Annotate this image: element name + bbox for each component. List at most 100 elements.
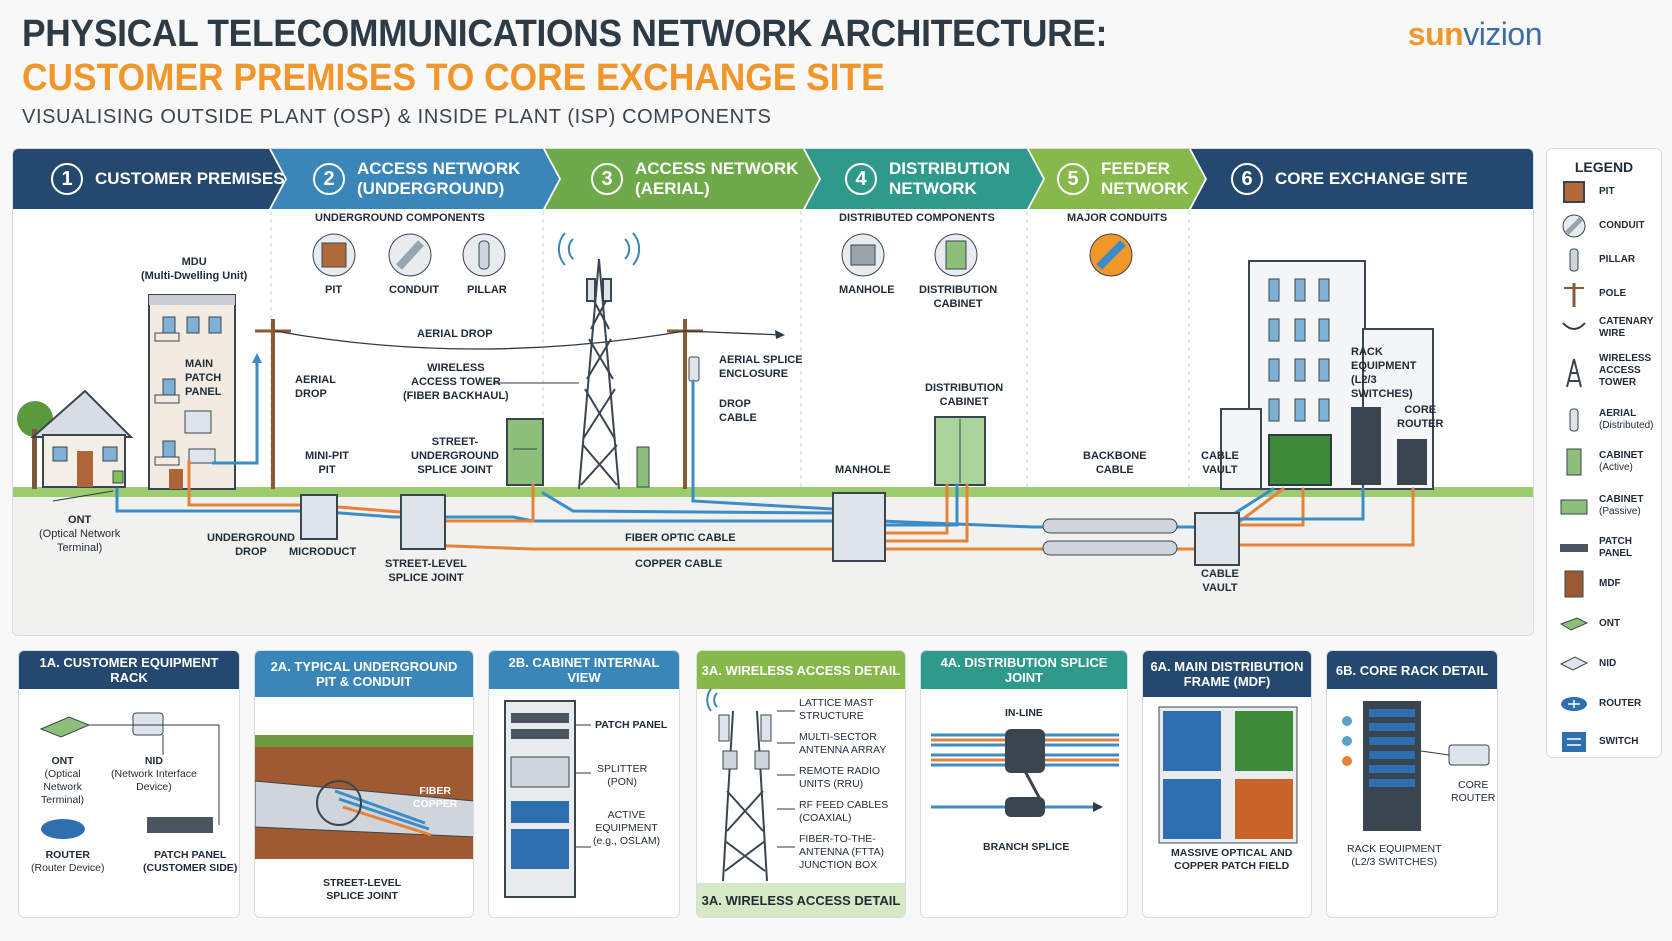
conduit-label: CONDUIT xyxy=(389,284,440,296)
legend-item-pole: POLE xyxy=(1557,279,1626,309)
panel-4a-title: 4A. DISTRIBUTION SPLICE JOINT xyxy=(921,651,1127,689)
cabinet-passive-icon xyxy=(1557,491,1591,521)
panel-4a-branch-label: BRANCH SPLICE xyxy=(983,841,1070,853)
cabinet-internal-illustration xyxy=(504,700,591,898)
catenary-wire-icon xyxy=(1557,313,1591,343)
pillar-icon xyxy=(636,446,650,488)
fiber-optic-cable-label: FIBER OPTIC CABLE xyxy=(625,532,736,544)
panel-6b-rack-label: RACK EQUIPMENT(L2/3 SWITCHES) xyxy=(1347,843,1442,868)
distributed-components-label: DISTRIBUTED COMPONENTS xyxy=(839,212,995,224)
panel-4a: 4A. DISTRIBUTION SPLICE JOINT IN-LINE BR… xyxy=(920,650,1128,918)
switch-icon xyxy=(1557,727,1591,757)
mdf-icon xyxy=(1557,569,1591,599)
pit-icon xyxy=(1557,177,1591,207)
network-illustration xyxy=(13,211,1533,635)
manhole-component-label: MANHOLE xyxy=(839,284,895,296)
mdu-label: MDU(Multi-Dwelling Unit) xyxy=(141,256,248,282)
pole-icon xyxy=(1557,279,1591,309)
header: PHYSICAL TELECOMMUNICATIONS NETWORK ARCH… xyxy=(22,12,1189,129)
mdu-building-icon xyxy=(148,294,236,490)
wireless-detail-illustration xyxy=(706,688,795,882)
distribution-cabinet-component-icon xyxy=(934,233,978,277)
legend-item-mdf: MDF xyxy=(1557,569,1621,599)
panel-1a-router-label: ROUTER(Router Device) xyxy=(31,849,105,874)
panel-1a-title: 1A. CUSTOMER EQUIPMENT RACK xyxy=(19,651,239,689)
panel-2b-splitter-label: SPLITTER(PON) xyxy=(597,763,648,788)
legend-item-cabinet-passive: CABINET(Passive) xyxy=(1557,491,1643,521)
pillar-component-icon xyxy=(462,233,506,277)
conduit-icon xyxy=(388,233,432,277)
page-subtitle: VISUALISING OUTSIDE PLANT (OSP) & INSIDE… xyxy=(22,106,772,128)
mini-pit-icon xyxy=(300,494,338,540)
panel-3a-footer: 3A. WIRELESS ACCESS DETAIL xyxy=(697,883,905,917)
nid-icon xyxy=(1557,649,1591,679)
legend-item-cabinet-active: CABINET(Active) xyxy=(1557,447,1643,477)
cabinet-active-icon xyxy=(1557,447,1591,477)
major-conduits-label: MAJOR CONDUITS xyxy=(1067,212,1168,224)
manhole-component-icon xyxy=(841,233,885,277)
aerial-drop-wire-label: AERIAL DROP xyxy=(417,328,493,340)
wireless-tower-icon xyxy=(557,232,641,490)
ont-icon xyxy=(1557,609,1591,639)
conduit-icon xyxy=(1557,211,1591,241)
pit-label: PIT xyxy=(325,284,343,296)
patch-panel-icon xyxy=(1557,533,1591,563)
brand-logo: sunvizion xyxy=(1407,16,1543,52)
page-title: PHYSICAL TELECOMMUNICATIONS NETWORK ARCH… xyxy=(22,13,1108,55)
pillar-icon xyxy=(1557,245,1591,275)
legend-item-conduit: CONDUIT xyxy=(1557,211,1645,241)
house-icon xyxy=(17,389,134,489)
legend-item-pillar: PILLAR xyxy=(1557,245,1635,275)
legend-title: LEGEND xyxy=(1574,159,1634,175)
aerial-icon xyxy=(1557,405,1591,435)
cable-vault-icon xyxy=(1194,512,1240,566)
major-conduit-icon xyxy=(1089,233,1133,277)
legend-item-pit: PIT xyxy=(1557,177,1615,207)
legend-item-aerial: AERIAL(Distributed) xyxy=(1557,405,1653,435)
panel-2b-title: 2B. CABINET INTERNAL VIEW xyxy=(489,651,679,689)
mdf-illustration xyxy=(1158,706,1298,844)
backbone-conduit xyxy=(1042,518,1178,534)
pillar-label: PILLAR xyxy=(467,284,507,296)
core-rack-illustration xyxy=(1342,701,1490,831)
manhole-label: MANHOLE xyxy=(835,464,891,476)
panel-1a-patch-label: PATCH PANEL(CUSTOMER SIDE) xyxy=(143,849,238,874)
legend-item-ont: ONT xyxy=(1557,609,1620,639)
legend-item-switch: SWITCH xyxy=(1557,727,1638,757)
utility-pole-icon xyxy=(255,319,703,489)
